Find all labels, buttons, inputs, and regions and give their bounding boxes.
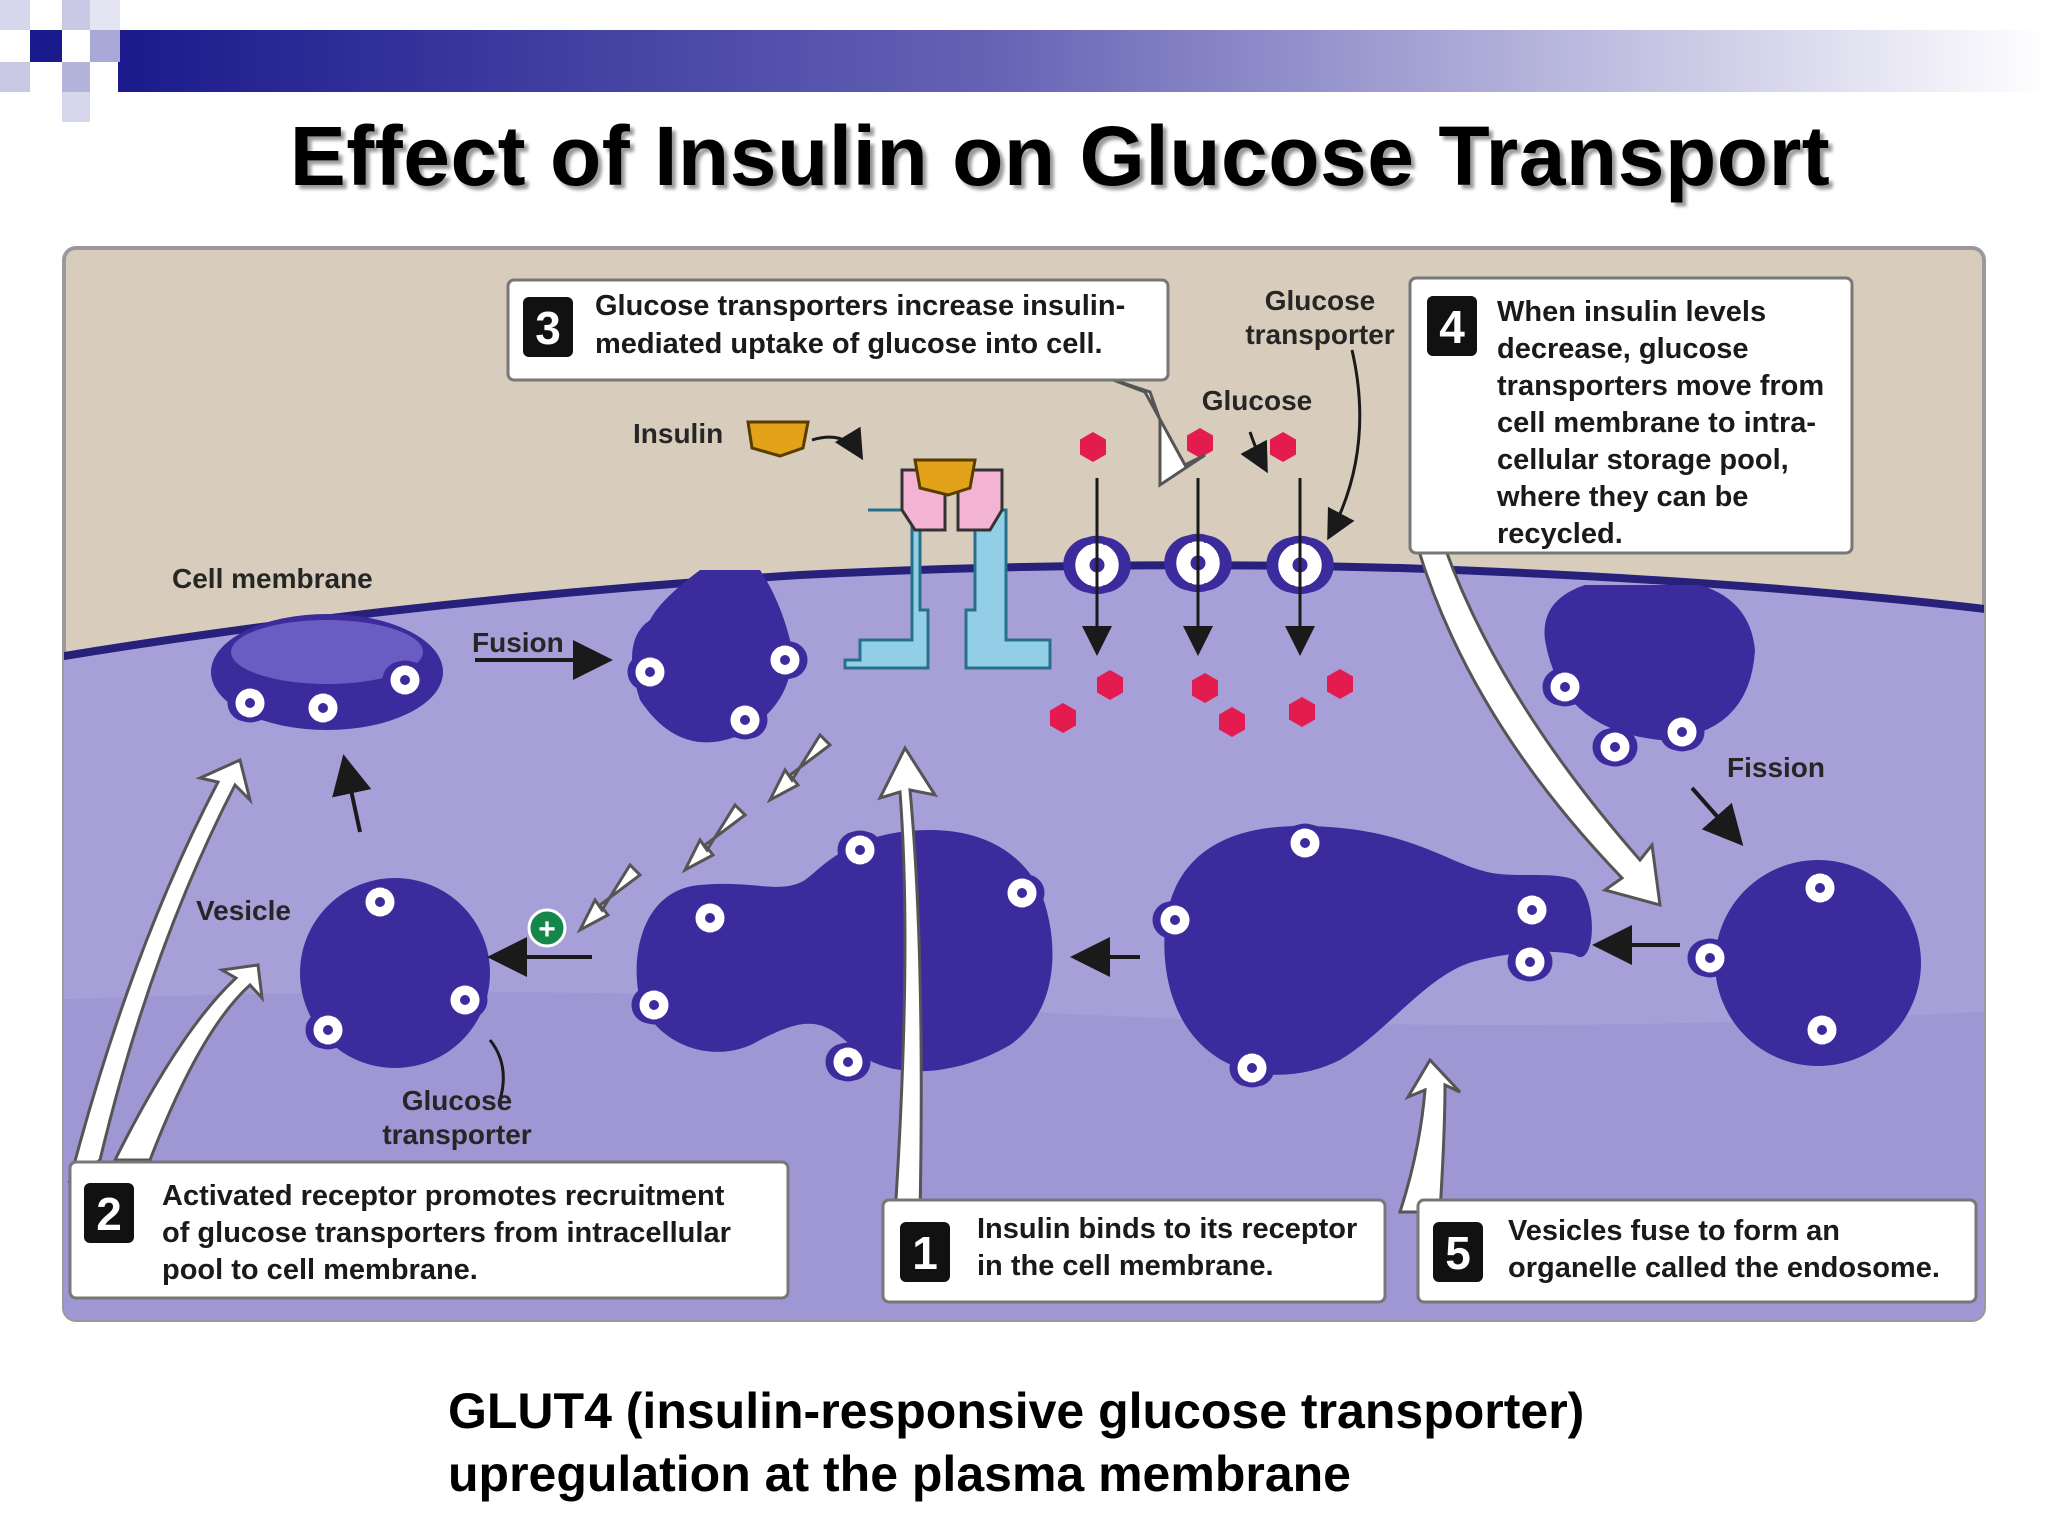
membrane-vesicle-right	[1545, 585, 1755, 764]
glucose-transporter-icon	[690, 901, 730, 935]
glucose-label: Glucose	[1202, 385, 1312, 416]
glucose-transporter-icon	[828, 1045, 868, 1079]
recruitment-arrows	[576, 732, 833, 934]
glucose-transporter-icon	[385, 663, 425, 697]
cell-membrane-label: Cell membrane	[172, 563, 373, 594]
step-1-line-1: Insulin binds to its receptor	[977, 1213, 1357, 1245]
step-4-line-4: cell membrane to intra-	[1497, 407, 1816, 439]
step-4-line-3: transporters move from	[1497, 370, 1824, 402]
step2-callout-arrow-2	[112, 963, 265, 1162]
plus-sign: +	[538, 913, 556, 946]
bound-insulin-icon	[913, 458, 977, 497]
fusing-vesicle	[630, 570, 805, 743]
slide-title: Effect of Insulin on Glucose Transport	[289, 109, 1831, 203]
glucose-transporter-top-label-2: transporter	[1245, 319, 1394, 350]
glucose-transporter-icon	[308, 1013, 348, 1047]
glucose-transporter-icon	[1595, 730, 1635, 764]
glucose-transporter-icon	[765, 643, 805, 677]
glucose-transporter-icon	[630, 655, 670, 689]
step3-callout-arrow	[1107, 376, 1206, 488]
step-4-note: 4 When insulin levels decrease, glucose …	[1408, 276, 1854, 555]
glucose-transporter-icon	[1002, 876, 1042, 910]
step1-callout-arrow	[877, 744, 939, 1217]
step4-callout-arrow	[1415, 546, 1662, 908]
step-5-line-2: organelle called the endosome.	[1508, 1252, 1940, 1284]
step-1-number: 1	[912, 1227, 938, 1279]
fusion-label: Fusion	[472, 627, 564, 658]
glucose-transporter-icon	[725, 703, 765, 737]
step-2-number: 2	[96, 1188, 122, 1240]
glucose-transporter-icon	[1800, 871, 1840, 905]
caption-line-1: GLUT4 (insulin-responsive glucose transp…	[448, 1383, 1585, 1439]
step2-callout-arrow-1	[67, 757, 253, 1184]
glucose-transporter-icon	[303, 691, 343, 725]
header-gradient-bar	[0, 0, 2048, 122]
endosome-left	[634, 830, 1053, 1079]
glucose-transporter-top-label-1: Glucose	[1265, 285, 1375, 316]
insulin-label: Insulin	[633, 418, 723, 449]
header-squares-logo	[0, 0, 120, 122]
step-4-line-6: where they can be	[1496, 481, 1748, 513]
glucose-transporter-bottom-label-1: Glucose	[402, 1085, 512, 1116]
glucose-transporter-icon	[1232, 1051, 1272, 1085]
step-3-number: 3	[535, 302, 561, 354]
step-1-line-2: in the cell membrane.	[977, 1250, 1274, 1282]
glucose-transporter-icon	[230, 686, 270, 720]
glucose-transporter-icon	[1512, 893, 1552, 927]
glucose-transporter-icon	[634, 988, 674, 1022]
glucose-transporter-icon	[840, 833, 880, 867]
step-2-line-2: of glucose transporters from intracellul…	[162, 1217, 731, 1249]
glucose-transporter-icon	[445, 983, 485, 1017]
pathway-arrows	[332, 640, 1744, 1101]
step5-callout-arrow	[1397, 1057, 1462, 1214]
glucose-transporter-icon	[1690, 941, 1730, 975]
plus-badge: +	[527, 908, 567, 948]
step-3-line-1: Glucose transporters increase insulin-	[595, 290, 1125, 322]
membrane-glucose-transporters	[1067, 349, 1362, 656]
step-4-line-5: cellular storage pool,	[1497, 444, 1789, 476]
vesicle-label: Vesicle	[196, 895, 291, 926]
step-4-line-1: When insulin levels	[1497, 296, 1766, 328]
glucose-transporter-icon	[1545, 670, 1585, 704]
glucose-transporter-icon	[1510, 945, 1550, 979]
step-4-line-7: recycled.	[1497, 518, 1623, 550]
step-2-line-3: pool to cell membrane.	[162, 1254, 478, 1286]
step-2-line-1: Activated receptor promotes recruitment	[162, 1180, 725, 1212]
glucose-transporter-icon	[1662, 715, 1702, 749]
endosome-right	[1155, 826, 1592, 1085]
glucose-transporter-icon	[1802, 1013, 1842, 1047]
small-vesicle-right	[1690, 860, 1921, 1066]
step-5-line-1: Vesicles fuse to form an	[1508, 1215, 1840, 1247]
caption-line-2: upregulation at the plasma membrane	[448, 1446, 1351, 1502]
step-2-note: 2 Activated receptor promotes recruitmen…	[68, 1160, 790, 1300]
glucose-transporter-icon	[1285, 826, 1325, 860]
membrane-vesicle-left	[211, 614, 443, 730]
step-3-note: 3 Glucose transporters increase insulin-…	[506, 278, 1170, 382]
step-1-note: 1 Insulin binds to its receptor in the c…	[881, 1198, 1387, 1304]
glucose-transporter-icon	[360, 885, 400, 919]
callout-arrows	[67, 376, 1662, 1217]
glucose-transporter-bottom-label-2: transporter	[382, 1119, 531, 1150]
step-4-line-2: decrease, glucose	[1497, 333, 1748, 365]
insulin-receptor	[843, 458, 1052, 670]
step-5-number: 5	[1445, 1227, 1471, 1279]
step-5-note: 5 Vesicles fuse to form an organelle cal…	[1416, 1198, 1978, 1304]
slide-caption: GLUT4 (insulin-responsive glucose transp…	[448, 1380, 1584, 1506]
insulin-icon	[746, 420, 810, 458]
glucose-transporter-icon	[1155, 903, 1195, 937]
step-4-number: 4	[1439, 301, 1465, 353]
step-3-line-2: mediated uptake of glucose into cell.	[595, 328, 1103, 360]
fission-label: Fission	[1727, 752, 1825, 783]
insulin-molecule	[746, 420, 864, 461]
vesicle-left	[300, 878, 490, 1068]
